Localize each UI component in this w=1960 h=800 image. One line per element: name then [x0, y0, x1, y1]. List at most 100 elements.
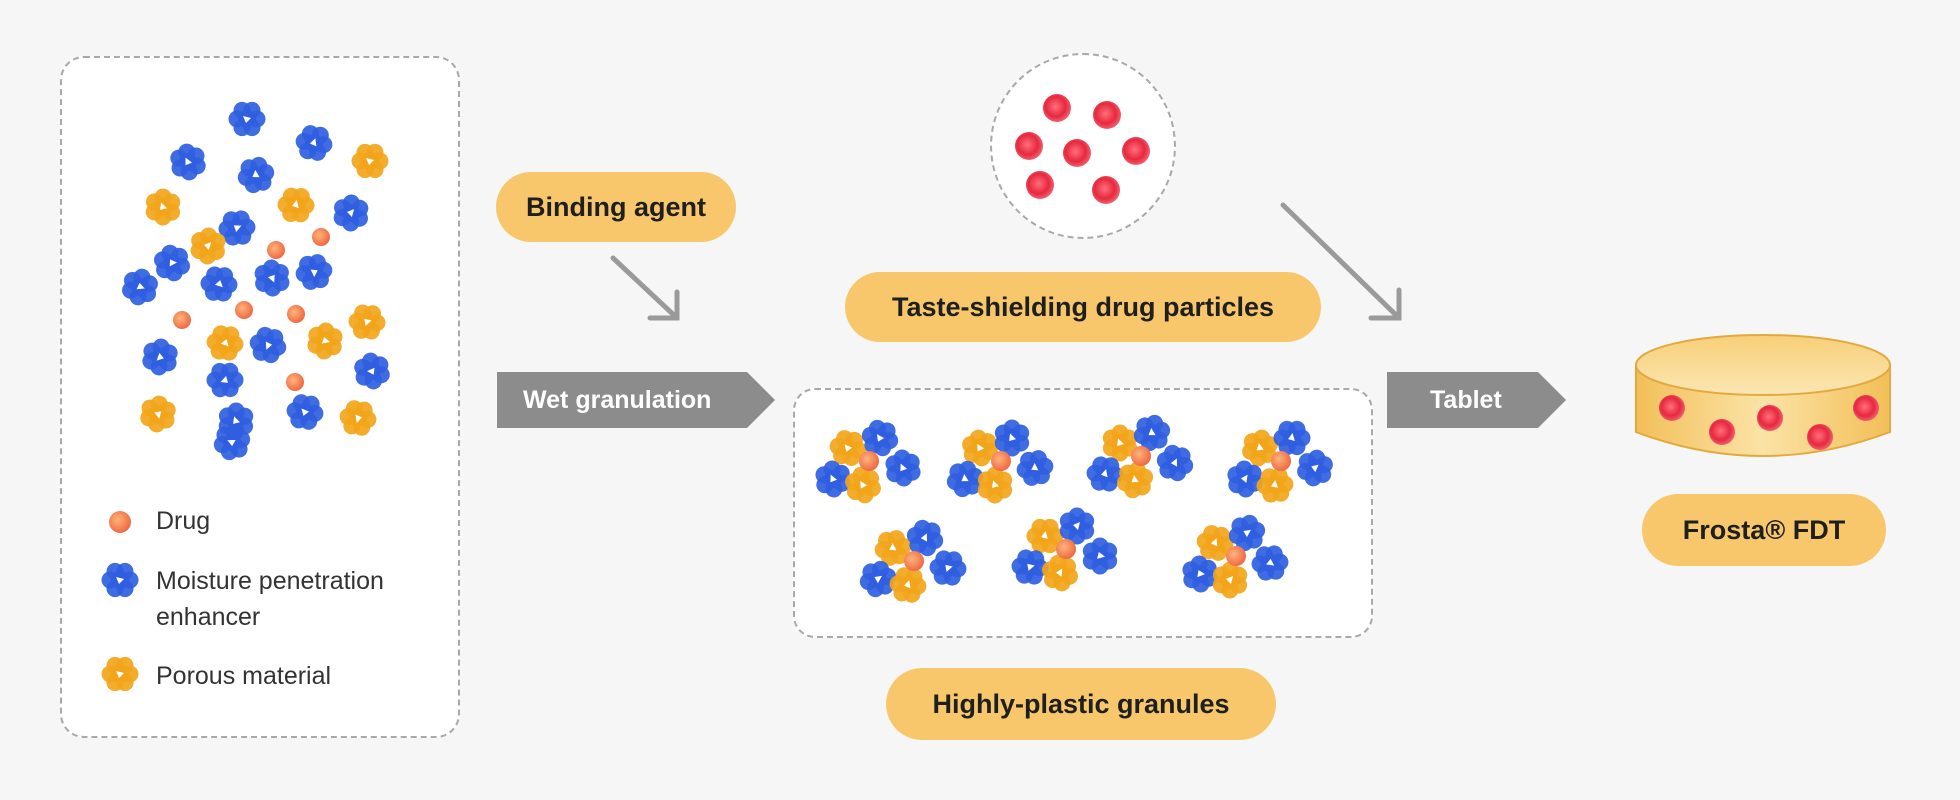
moisture-enhancer-mark [946, 460, 984, 498]
porous-material-mark [1042, 554, 1078, 592]
porous-material-mark [1256, 467, 1294, 503]
porous-material-mark [145, 188, 181, 226]
porous-material-mark [874, 530, 912, 566]
moisture-enhancer-mark [1273, 420, 1311, 456]
drug-mark [287, 305, 305, 323]
moisture-enhancer-mark [170, 143, 206, 181]
drug-particle-mark [1853, 395, 1879, 421]
wet-granulation-arrow [497, 372, 775, 428]
drug-particles-arrow [1280, 202, 1402, 321]
drug-mark [286, 373, 304, 391]
moisture-enhancer-mark [228, 101, 266, 137]
moisture-enhancer-mark [218, 210, 256, 246]
porous-material-mark [977, 466, 1013, 504]
porous-material-mark [190, 227, 226, 265]
moisture-enhancer-mark [1156, 444, 1194, 482]
moisture-enhancer-mark [286, 394, 324, 430]
porous-material-mark [889, 567, 927, 603]
porous-material-mark [307, 322, 343, 360]
moisture-enhancer-mark [354, 352, 390, 390]
porous-material-mark [1026, 518, 1064, 554]
moisture-enhancer-mark [1059, 507, 1095, 545]
moisture-enhancer-mark [142, 338, 178, 376]
legend-drug-label: Drug [156, 507, 211, 535]
moisture-enhancer-mark [994, 419, 1030, 457]
drug-particle-mark [1092, 176, 1120, 204]
moisture-enhancer-mark [1228, 514, 1266, 552]
moisture-enhancer-mark [101, 562, 139, 598]
moisture-enhancer-mark [885, 449, 921, 487]
drug-particle-mark [1063, 139, 1091, 167]
moisture-enhancer-mark [1082, 537, 1118, 575]
wet-granulation-label: Wet granulation [523, 385, 712, 414]
drug-mark [173, 311, 191, 329]
porous-material-mark [829, 430, 867, 466]
moisture-enhancer-mark [1016, 450, 1054, 486]
tablet-arrow [1387, 372, 1566, 428]
moisture-enhancer-mark [122, 268, 158, 306]
drug-mark [991, 451, 1011, 471]
drug-particle-mark [1709, 419, 1735, 445]
porous-material-mark [101, 656, 139, 692]
drug-mark [109, 511, 131, 533]
drug-mark [312, 228, 330, 246]
granules-label: Highly-plastic granules [886, 668, 1276, 740]
moisture-enhancer-mark [237, 156, 275, 194]
drug-mark [235, 301, 253, 319]
drug-particle-mark [1093, 101, 1121, 129]
product-label: Frosta® FDT [1642, 494, 1886, 566]
moisture-enhancer-mark [1086, 456, 1124, 492]
porous-material-mark [1196, 525, 1234, 561]
moisture-enhancer-mark [333, 194, 369, 232]
moisture-enhancer-mark [295, 254, 333, 290]
moisture-enhancer-mark [295, 125, 333, 161]
porous-material-mark [1116, 461, 1154, 499]
moisture-enhancer-mark [153, 244, 191, 282]
drug-particle-mark [1757, 405, 1783, 431]
taste-shielding-label: Taste-shielding drug particles [845, 272, 1321, 342]
moisture-enhancer-mark [1297, 449, 1333, 487]
moisture-enhancer-mark [861, 419, 899, 457]
drug-mark [1226, 546, 1246, 566]
drug-mark [904, 551, 924, 571]
drug-particle-mark [1659, 395, 1685, 421]
drug-particle-mark [1015, 132, 1043, 160]
moisture-enhancer-mark [200, 266, 238, 302]
binding-agent-arrow [610, 255, 680, 321]
moisture-enhancer-mark [1011, 549, 1049, 585]
porous-material-mark [140, 395, 176, 433]
moisture-enhancer-mark [929, 550, 967, 586]
moisture-enhancer-mark [206, 362, 244, 398]
moisture-enhancer-mark [906, 519, 944, 557]
moisture-enhancer-mark [1251, 545, 1289, 581]
binding-agent-label: Binding agent [496, 172, 736, 242]
drug-particle-mark [1807, 424, 1833, 450]
drug-particle-mark [1043, 94, 1071, 122]
moisture-enhancer-mark [249, 326, 287, 364]
legend-porous-label: Porous material [156, 662, 332, 690]
moisture-enhancer-mark [254, 259, 290, 297]
drug-mark [1271, 451, 1291, 471]
porous-material-mark [1212, 561, 1248, 599]
legend-enhancer-label: Moisture penetration enhancer [156, 567, 384, 631]
porous-material-mark [351, 143, 389, 179]
porous-material-mark [962, 429, 998, 467]
diagram-marks [101, 94, 1879, 692]
moisture-enhancer-mark [1182, 555, 1218, 593]
drug-mark [1056, 539, 1076, 559]
porous-material-mark [348, 304, 386, 340]
porous-material-mark [339, 400, 377, 436]
moisture-enhancer-mark [1133, 414, 1171, 452]
moisture-enhancer-mark [859, 560, 897, 598]
tablet-label: Tablet [1430, 385, 1502, 414]
drug-particle-mark [1122, 137, 1150, 165]
porous-material-mark [845, 466, 881, 504]
drug-mark [1131, 446, 1151, 466]
moisture-enhancer-mark [815, 460, 851, 498]
porous-material-mark [1102, 424, 1138, 462]
drug-particle-mark [1026, 171, 1054, 199]
porous-material-mark [206, 325, 244, 361]
moisture-enhancer-mark [1227, 460, 1263, 498]
moisture-enhancer-mark [218, 402, 254, 440]
